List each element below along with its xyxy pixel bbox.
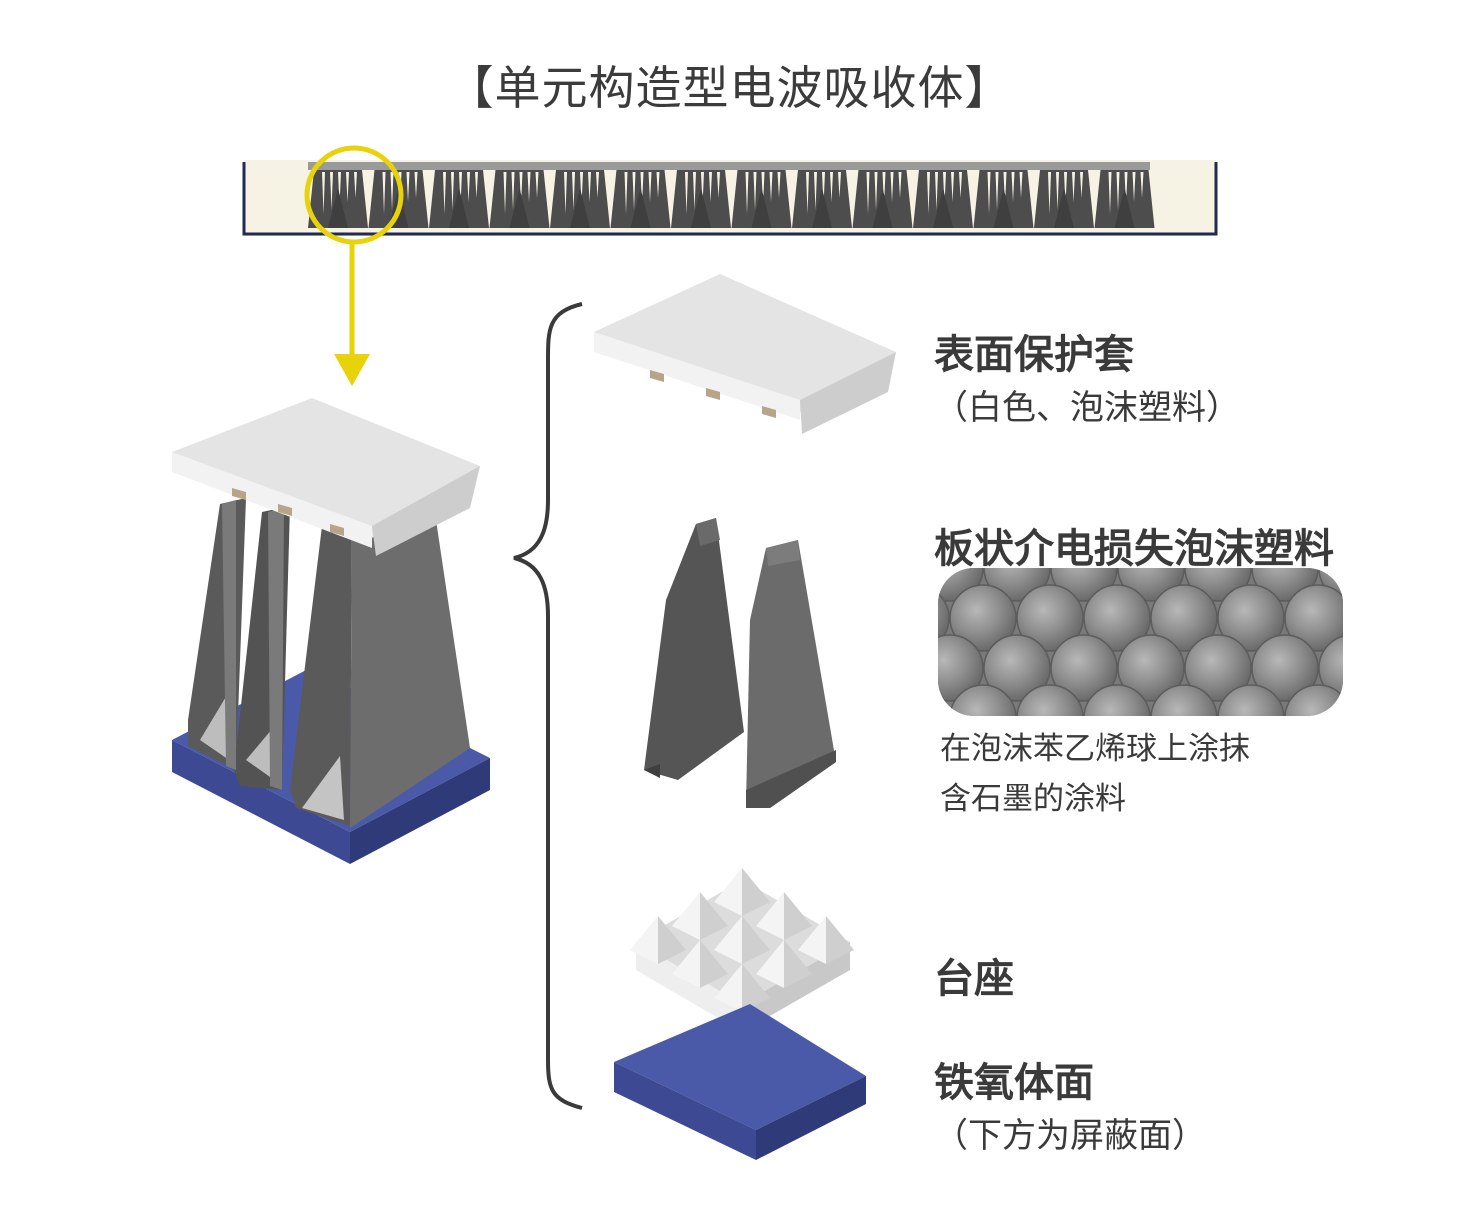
foam-bead xyxy=(1386,535,1452,601)
absorber-unit xyxy=(671,170,731,228)
highlight-callout xyxy=(304,145,404,386)
foam-bead xyxy=(1117,634,1185,702)
absorber-unit xyxy=(308,170,368,228)
pedestal-spike xyxy=(826,916,854,964)
pedestal-spike xyxy=(756,892,784,940)
label-dielectric-foam: 板状介电损失泡沫塑料 xyxy=(934,526,1334,572)
foam-bead xyxy=(850,635,916,701)
label-dielectric-desc-line1: 在泡沫苯乙烯球上涂抹 xyxy=(940,731,1250,767)
pedestal-spike xyxy=(784,892,812,940)
dielectric-plate-parts xyxy=(644,518,836,808)
pedestal-spike xyxy=(658,916,686,964)
pedestal-spike xyxy=(700,940,728,988)
foam-bead xyxy=(1117,568,1185,602)
foam-texture-swatch xyxy=(850,535,1459,751)
foam-bead xyxy=(1050,568,1118,602)
pedestal-spike xyxy=(672,892,700,940)
foam-bead xyxy=(1419,585,1459,651)
foam-bead xyxy=(983,568,1051,602)
absorber-unit xyxy=(429,170,489,228)
foam-bead xyxy=(1318,634,1343,702)
foam-bead xyxy=(1083,584,1151,652)
absorber-unit xyxy=(610,170,671,228)
absorber-unit xyxy=(731,170,792,228)
absorber-unit xyxy=(1034,170,1094,228)
foam-bead xyxy=(1150,584,1218,652)
pedestal-spike xyxy=(714,916,742,964)
absorber-unit xyxy=(913,170,973,228)
label-pedestal: 台座 xyxy=(934,956,1014,1002)
grouping-brace xyxy=(513,302,583,1110)
pedestal-spike xyxy=(742,916,770,964)
foam-bead xyxy=(938,584,950,652)
foam-bead xyxy=(1251,568,1319,602)
foam-bead xyxy=(1083,684,1151,716)
pedestal-spike xyxy=(742,868,770,916)
foam-bead xyxy=(1318,568,1343,602)
pedestal-spike xyxy=(756,940,784,988)
assembled-unit xyxy=(172,398,490,864)
absorber-unit xyxy=(973,170,1034,228)
foam-bead xyxy=(1386,635,1452,701)
ferrite-tile-part xyxy=(614,1004,866,1160)
foam-bead xyxy=(1352,685,1418,751)
foam-bead xyxy=(1352,585,1418,651)
foam-bead xyxy=(1016,684,1084,716)
pedestal-spike xyxy=(714,964,742,1012)
label-dielectric-desc-line2: 含石墨的涂料 xyxy=(940,781,1126,817)
pedestal-spike xyxy=(798,916,826,964)
absorber-unit xyxy=(550,170,610,228)
pedestal-spikes xyxy=(630,868,854,1012)
pedestal-part xyxy=(630,868,854,1032)
foam-bead xyxy=(1419,685,1459,751)
foam-bead xyxy=(983,634,1051,702)
label-ferrite-note: （下方为屏蔽面） xyxy=(934,1116,1206,1156)
foam-bead xyxy=(1016,584,1084,652)
pedestal-spike xyxy=(672,940,700,988)
pedestal-spike xyxy=(630,916,658,964)
page-title: 【单元构造型电波吸收体】 xyxy=(447,61,1012,115)
label-surface-cover-note: （白色、泡沫塑料） xyxy=(934,388,1240,428)
foam-bead xyxy=(1217,584,1285,652)
absorber-unit xyxy=(489,170,550,228)
foam-bead xyxy=(850,535,916,601)
foam-bead xyxy=(1251,634,1319,702)
surface-cover-part xyxy=(594,274,896,434)
pedestal-spike xyxy=(714,868,742,916)
foam-bead xyxy=(938,568,984,602)
foam-bead xyxy=(1184,634,1252,702)
absorber-unit xyxy=(1094,170,1155,228)
foam-bead xyxy=(1284,584,1343,652)
foam-bead xyxy=(1284,684,1343,716)
pedestal-spike xyxy=(700,892,728,940)
label-ferrite: 铁氧体面 xyxy=(934,1060,1094,1106)
foam-bead xyxy=(949,584,1017,652)
absorber-unit xyxy=(852,170,913,228)
pedestal-spike xyxy=(742,964,770,1012)
foam-bead xyxy=(1050,634,1118,702)
foam-bead xyxy=(938,634,984,702)
pedestal-spike xyxy=(784,940,812,988)
foam-bead xyxy=(1150,684,1218,716)
label-surface-cover: 表面保护套 xyxy=(934,332,1134,378)
foam-bead xyxy=(1184,568,1252,602)
foam-bead xyxy=(949,684,1017,716)
foam-bead xyxy=(1217,684,1285,716)
absorber-unit xyxy=(792,170,852,228)
